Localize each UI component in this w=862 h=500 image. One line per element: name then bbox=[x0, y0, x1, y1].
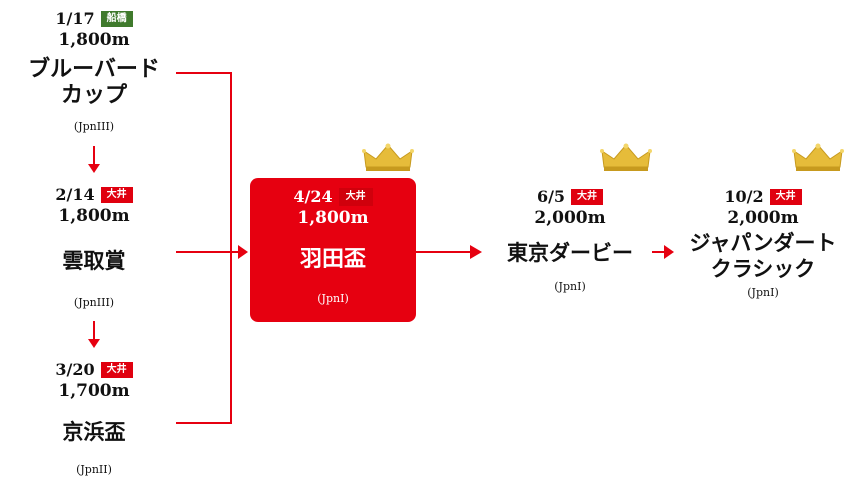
race-name: 雲取賞 bbox=[62, 248, 126, 273]
race-dateline: 4/24 大井 bbox=[250, 186, 416, 206]
race-date: 4/24 bbox=[293, 187, 333, 206]
crown-icon bbox=[792, 143, 844, 171]
race-dateline: 2/14 大井 bbox=[14, 184, 174, 204]
race-japan-dirt-classic: 10/2 大井 2,000m ジャパンダート クラシック (JpnI) bbox=[682, 186, 844, 299]
race-grade: (JpnIII) bbox=[73, 120, 115, 133]
race-name-line2: カップ bbox=[60, 82, 127, 108]
arrow-right-icon bbox=[664, 245, 674, 259]
race-dateline: 3/20 大井 bbox=[14, 359, 174, 379]
venue-badge: 大井 bbox=[769, 188, 802, 205]
venue-badge: 大井 bbox=[100, 361, 133, 378]
race-date: 1/17 bbox=[55, 9, 95, 28]
race-name: 東京ダービー bbox=[507, 240, 633, 265]
venue-badge: 船橋 bbox=[100, 10, 133, 27]
arrow-right-icon bbox=[238, 245, 248, 259]
race-dateline: 10/2 大井 bbox=[682, 186, 844, 206]
race-kumotori-sho: 2/14 大井 1,800m 雲取賞 (JpnIII) bbox=[14, 184, 174, 309]
race-grade: (JpnI) bbox=[317, 292, 349, 305]
race-name-line1: ブルーバード bbox=[28, 56, 160, 82]
race-distance: 2,000m bbox=[727, 208, 799, 228]
race-grade: (JpnI) bbox=[747, 286, 779, 299]
bracket-line bbox=[176, 72, 232, 424]
race-tokyo-derby: 6/5 大井 2,000m 東京ダービー (JpnI) bbox=[490, 186, 650, 293]
crown-icon bbox=[600, 143, 652, 171]
arrow-right-icon bbox=[470, 245, 482, 259]
venue-badge: 大井 bbox=[338, 187, 373, 206]
race-grade: (JpnIII) bbox=[73, 296, 115, 309]
race-dateline: 6/5 大井 bbox=[490, 186, 650, 206]
race-date: 10/2 bbox=[724, 187, 764, 206]
race-distance: 2,000m bbox=[534, 208, 606, 228]
race-name-line2: クラシック bbox=[710, 256, 816, 281]
venue-badge: 大井 bbox=[100, 186, 133, 203]
race-distance: 1,800m bbox=[58, 206, 130, 226]
race-name: ジャパンダート クラシック bbox=[682, 230, 844, 282]
race-name: ブルーバード カップ bbox=[14, 56, 174, 108]
race-date: 6/5 bbox=[536, 187, 566, 206]
arrow-down-icon bbox=[88, 339, 100, 348]
crown-icon bbox=[362, 143, 414, 171]
race-name-line1: ジャパンダート bbox=[689, 230, 837, 255]
race-date: 2/14 bbox=[55, 185, 95, 204]
race-dateline: 1/17 船橋 bbox=[14, 8, 174, 28]
race-distance: 1,800m bbox=[58, 30, 130, 50]
race-name: 羽田盃 bbox=[299, 246, 366, 272]
race-distance: 1,700m bbox=[58, 381, 130, 401]
race-haneda-hai: 4/24 大井 1,800m 羽田盃 (JpnI) bbox=[250, 178, 416, 322]
race-grade: (JpnI) bbox=[554, 280, 586, 293]
race-distance: 1,800m bbox=[297, 208, 369, 228]
arrow-down-icon bbox=[88, 164, 100, 173]
race-keihin-hai: 3/20 大井 1,700m 京浜盃 (JpnII) bbox=[14, 359, 174, 476]
race-name: 京浜盃 bbox=[62, 419, 126, 444]
venue-badge: 大井 bbox=[571, 188, 604, 205]
race-grade: (JpnII) bbox=[76, 463, 112, 476]
race-bluebird-cup: 1/17 船橋 1,800m ブルーバード カップ (JpnIII) bbox=[14, 8, 174, 133]
race-date: 3/20 bbox=[55, 360, 95, 379]
